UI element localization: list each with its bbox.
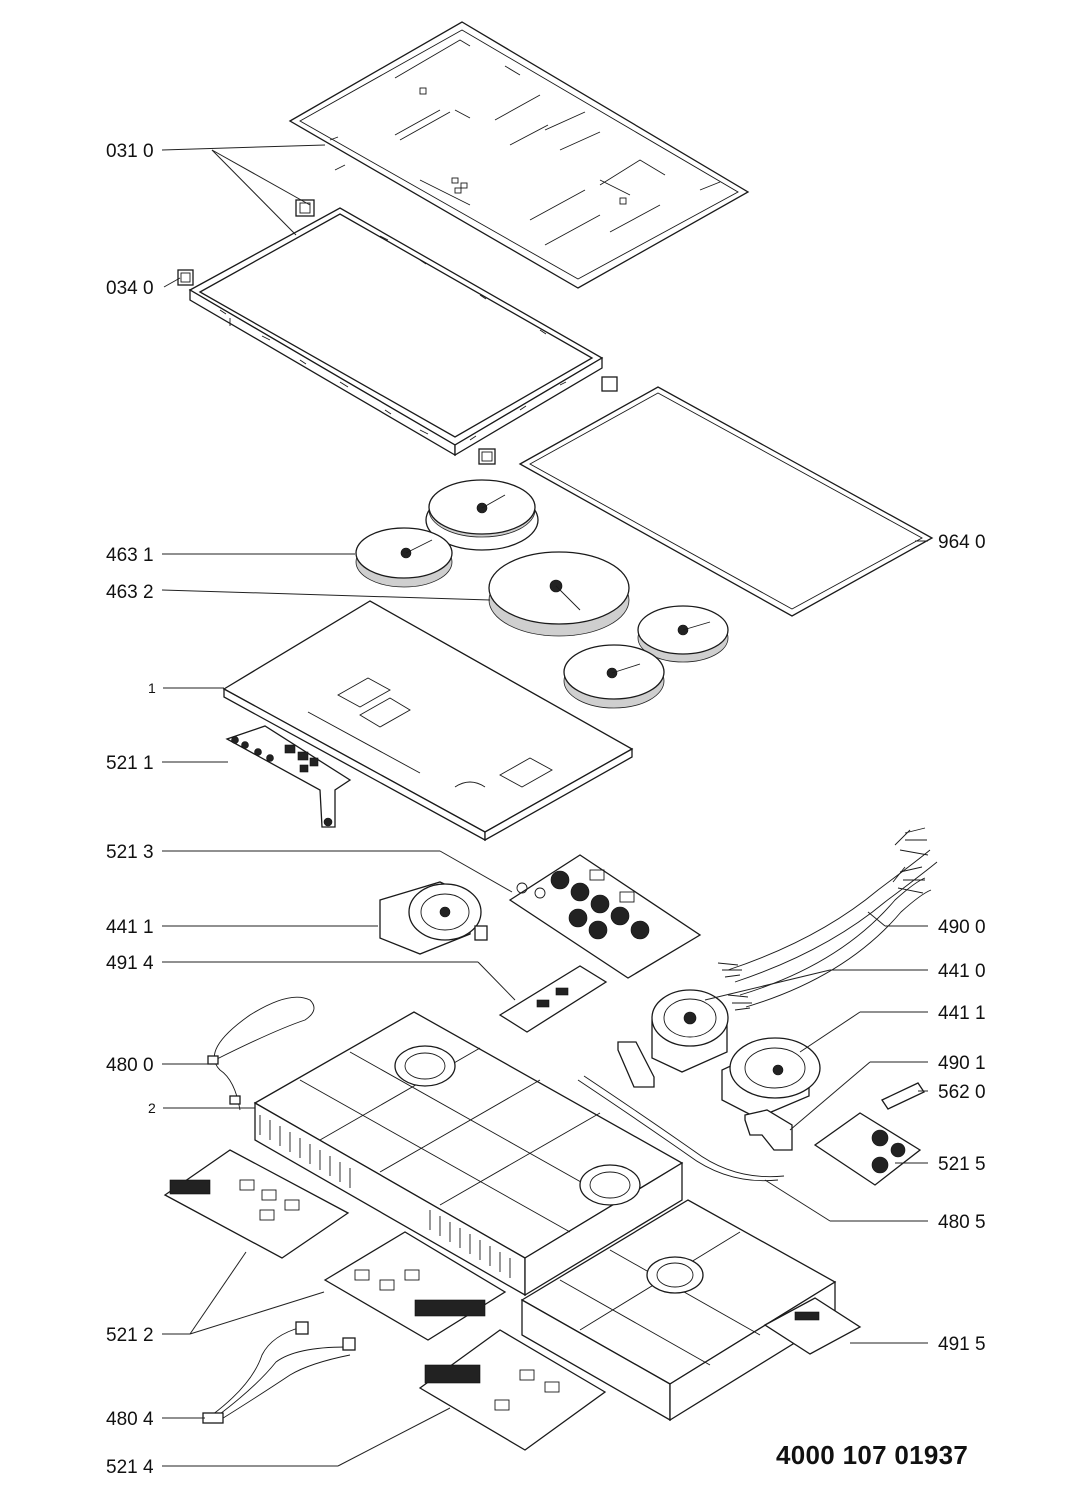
label-490-0: 490 0	[938, 917, 986, 938]
label-441-0: 441 0	[938, 961, 986, 982]
fan-part	[651, 989, 729, 1073]
label-521-5: 521 5	[938, 1154, 986, 1175]
cable-part	[577, 1075, 785, 1182]
label-490-1: 490 1	[938, 1053, 986, 1074]
gasket-part	[518, 386, 934, 617]
wire-harness-part	[202, 1321, 356, 1424]
small-board-part	[763, 1297, 862, 1355]
induction-coils-part	[355, 479, 729, 709]
label-480-5: 480 5	[938, 1212, 986, 1233]
frame-part	[188, 207, 604, 457]
label-521-1: 521 1	[106, 753, 154, 774]
fan-housing-part	[253, 1011, 684, 1297]
small-board-part	[498, 965, 608, 1033]
base-plate-part	[222, 600, 634, 842]
label-521-3: 521 3	[106, 842, 154, 863]
label-480-0: 480 0	[106, 1055, 154, 1076]
label-521-2: 521 2	[106, 1325, 154, 1346]
power-board-part	[508, 854, 702, 979]
label-491-5: 491 5	[938, 1334, 986, 1355]
document-number: 4000 107 01937	[776, 1440, 969, 1470]
leader-lines	[161, 144, 928, 1467]
clip-part	[177, 199, 618, 465]
heatsink-board-part	[323, 1231, 507, 1341]
label-463-2: 463 2	[106, 582, 154, 603]
control-board-part	[225, 725, 352, 828]
label-491-4: 491 4	[106, 953, 154, 974]
label-463-1: 463 1	[106, 545, 154, 566]
label-034-0: 034 0	[106, 278, 154, 299]
fuse-part	[881, 1082, 925, 1110]
label-521-4: 521 4	[106, 1457, 154, 1478]
label-480-4: 480 4	[106, 1409, 154, 1430]
bracket-part	[617, 1041, 793, 1151]
label-1: 1	[148, 680, 156, 696]
part-labels: 031 0 034 0 463 1 463 2 964 0 1 521 1 52…	[106, 141, 986, 1478]
label-2: 2	[148, 1100, 156, 1116]
heatsink-board-part	[418, 1329, 607, 1451]
label-964-0: 964 0	[938, 532, 986, 553]
heatsink-board-part	[163, 1149, 350, 1259]
fan-part	[379, 881, 488, 955]
board-part	[813, 1112, 922, 1186]
wire-harness-part	[207, 996, 315, 1111]
label-031-0: 031 0	[106, 141, 154, 162]
label-562-0: 562 0	[938, 1082, 986, 1103]
glass-top-part	[288, 21, 750, 289]
power-cables-part	[717, 827, 938, 1011]
label-441-1-left: 441 1	[106, 917, 154, 938]
fan-part	[721, 1037, 821, 1119]
label-441-1-right: 441 1	[938, 1003, 986, 1024]
